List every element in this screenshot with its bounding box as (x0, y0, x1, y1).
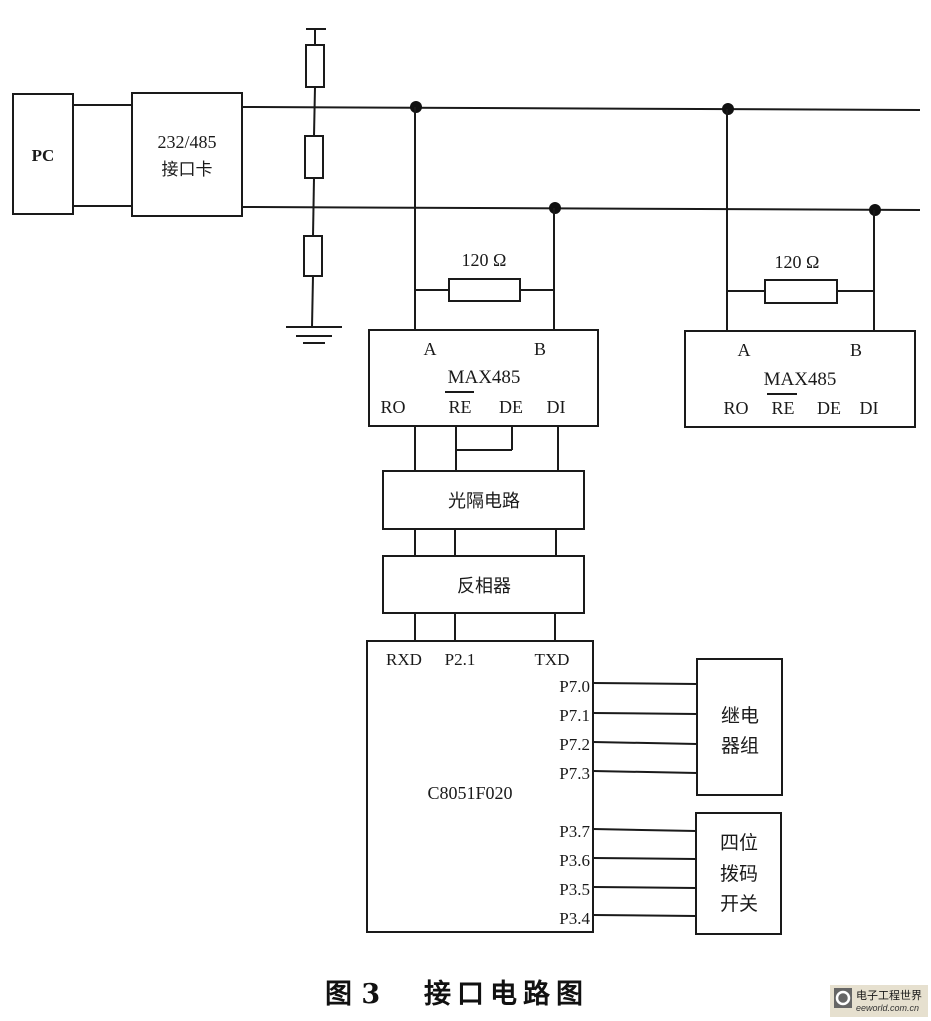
converter-label-line1: 232/485 (157, 132, 216, 152)
mcu-pin-p3-5: P3.5 (559, 880, 590, 899)
figure-number: 图 3 (325, 979, 380, 1010)
bus-line-b (241, 206, 921, 211)
mcu-pin-txd: TXD (535, 650, 570, 669)
max485-2-pin-de: DE (817, 398, 841, 418)
max485-2-pin-re: RE (771, 398, 794, 418)
max485-2-block (684, 330, 916, 428)
mcu-pin-p3-7: P3.7 (559, 822, 590, 841)
max485-2-pin-ro: RO (723, 398, 748, 418)
bias-resistor-network (286, 28, 342, 344)
mcu-pin-p3-6: P3.6 (559, 851, 590, 870)
max485-1-pin-ro: RO (380, 397, 405, 417)
max485-1-pin-di: DI (547, 397, 566, 417)
termination-resistor-1 (448, 278, 521, 302)
relay-group-block: 继电 器组 (696, 658, 783, 796)
bus-line-a (241, 106, 921, 111)
mcu-pin-p7-2: P7.2 (559, 735, 590, 754)
max485-1-pin-b: B (534, 339, 546, 359)
mcu-pin-p7-0: P7.0 (559, 677, 590, 696)
dip-switch-block: 四位 拨码 开关 (695, 812, 782, 935)
mcu-pin-p3-4: P3.4 (559, 909, 590, 928)
optocoupler-label: 光隔电路 (448, 491, 520, 512)
max485-1-pin-a: A (424, 339, 437, 359)
termination-resistor-1-label: 120 Ω (462, 250, 507, 270)
bias-resistor (304, 135, 324, 179)
inverter-label: 反相器 (457, 576, 511, 597)
rs232-rs485-converter-block: 232/485 接口卡 (131, 92, 243, 217)
switch-wires (592, 828, 697, 917)
dip-switch-label-line1: 四位 (720, 832, 758, 854)
mcu-pin-p2-1: P2.1 (445, 650, 476, 669)
relay-wires (592, 682, 698, 774)
converter-label-line2: 接口卡 (162, 160, 213, 180)
mcu-pin-p7-3: P7.3 (559, 764, 590, 783)
mcu-label: C8051F020 (427, 783, 512, 803)
termination-resistor-2-label: 120 Ω (775, 252, 820, 272)
relay-group-label-line1: 继电 (721, 705, 759, 727)
ground-icon (286, 326, 342, 344)
pulldown-resistor (303, 235, 323, 277)
eeworld-watermark: 电子工程世界 eeworld.com.cn (830, 985, 928, 1017)
figure-title: 接口电路图 (424, 978, 589, 1010)
optocoupler-block: 光隔电路 (382, 470, 585, 530)
max485-1-pin-de: DE (499, 397, 523, 417)
max485-2-pin-b: B (850, 340, 862, 360)
inverter-block: 反相器 (382, 555, 585, 614)
max485-1-block (368, 329, 599, 427)
watermark-en-text: eeworld.com.cn (856, 1003, 919, 1013)
termination-resistor-2 (764, 279, 838, 304)
mcu-pin-p7-1: P7.1 (559, 706, 590, 725)
max485-2-pin-di: DI (860, 398, 879, 418)
max485-2-label: MAX485 (764, 369, 837, 390)
max485-2-pin-a: A (738, 340, 751, 360)
max485-1-pin-re: RE (448, 397, 471, 417)
max485-1-label: MAX485 (448, 367, 521, 388)
pc-label: PC (32, 146, 55, 165)
dip-switch-label-line2: 拨码 (720, 863, 758, 885)
pc-block: PC (12, 93, 74, 215)
rs485-node-2: 120 Ω A B MAX485 RO RE DE DI (684, 103, 916, 428)
pullup-resistor (305, 44, 325, 88)
figure-caption: 图 3 接口电路图 (325, 978, 589, 1010)
watermark-cn-text: 电子工程世界 (856, 989, 922, 1002)
rs485-node-1: 120 Ω A B MAX485 RO RE DE DI (368, 101, 599, 427)
mcu-pin-rxd: RXD (386, 650, 422, 669)
relay-group-label-line2: 器组 (721, 735, 759, 757)
dip-switch-label-line3: 开关 (720, 893, 758, 915)
mcu-block: RXD P2.1 TXD P7.0 P7.1 P7.2 P7.3 C8051F0… (366, 640, 594, 933)
